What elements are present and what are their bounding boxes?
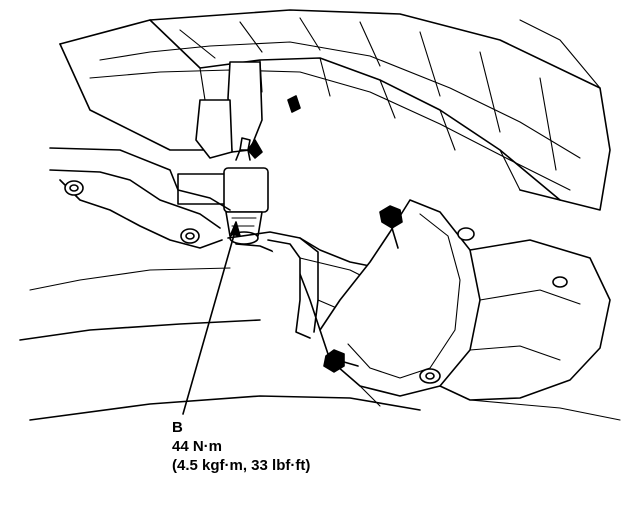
underbody-lines	[29, 385, 621, 421]
mount-bracket	[195, 61, 301, 159]
torque-nm: 44 N·m	[172, 438, 223, 455]
torque-callout: B 44 N·m (4.5 kgf·m, 33 lbf·ft)	[172, 418, 310, 475]
oil-pan	[59, 9, 611, 211]
leader-arrow	[182, 221, 241, 415]
part-letter: B	[172, 419, 183, 436]
catalytic-converter	[319, 199, 611, 401]
crossmember	[19, 147, 261, 341]
torque-alt-units: (4.5 kgf·m, 33 lbf·ft)	[172, 457, 311, 474]
